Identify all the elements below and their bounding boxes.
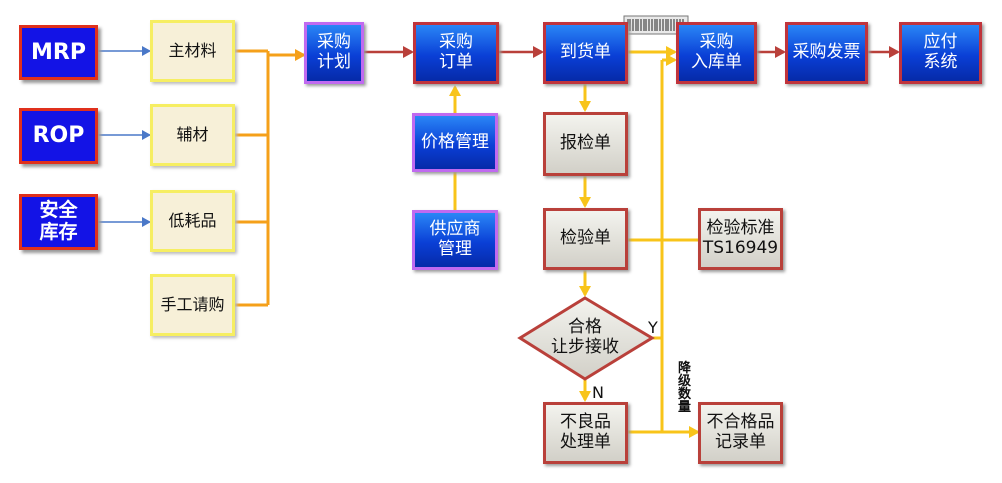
price-management-box: 价格管理 xyxy=(412,113,498,172)
inspection-report-box: 报检单 xyxy=(543,112,628,176)
yes-label: Y xyxy=(648,318,658,337)
main-material-box: 主材料 xyxy=(150,20,235,82)
arrival-note-box: 到货单 xyxy=(543,22,628,84)
inspection-standard-box: 检验标准 TS16949 xyxy=(698,208,783,270)
yellow-flows xyxy=(449,46,700,438)
no-label: N xyxy=(592,383,604,402)
consumable-box: 低耗品 xyxy=(150,190,235,252)
supplier-management-box: 供应商 管理 xyxy=(412,210,498,270)
purchase-invoice-box: 采购发票 xyxy=(785,22,868,84)
manual-request-box: 手工请购 xyxy=(150,274,235,336)
aux-material-box: 辅材 xyxy=(150,104,235,166)
orange-bus xyxy=(235,49,306,307)
defect-handling-box: 不良品 处理单 xyxy=(543,402,628,464)
decision-diamond xyxy=(517,296,655,381)
inspection-box: 检验单 xyxy=(543,208,628,270)
mrp-box: MRP xyxy=(19,25,98,80)
stock-in-box: 采购 入库单 xyxy=(676,22,757,84)
rop-box: ROP xyxy=(19,108,98,164)
safety-stock-box: 安全 库存 xyxy=(19,194,98,250)
downgrade-quantity-label: 降 级 数 量 xyxy=(678,361,692,415)
purchase-order-box: 采购 订单 xyxy=(413,22,499,84)
payables-box: 应付 系统 xyxy=(899,22,982,84)
purchase-plan-box: 采购 计划 xyxy=(304,22,364,84)
decision-label: 合格 让步接收 xyxy=(551,317,619,357)
nonconforming-record-box: 不合格品 记录单 xyxy=(698,402,783,464)
